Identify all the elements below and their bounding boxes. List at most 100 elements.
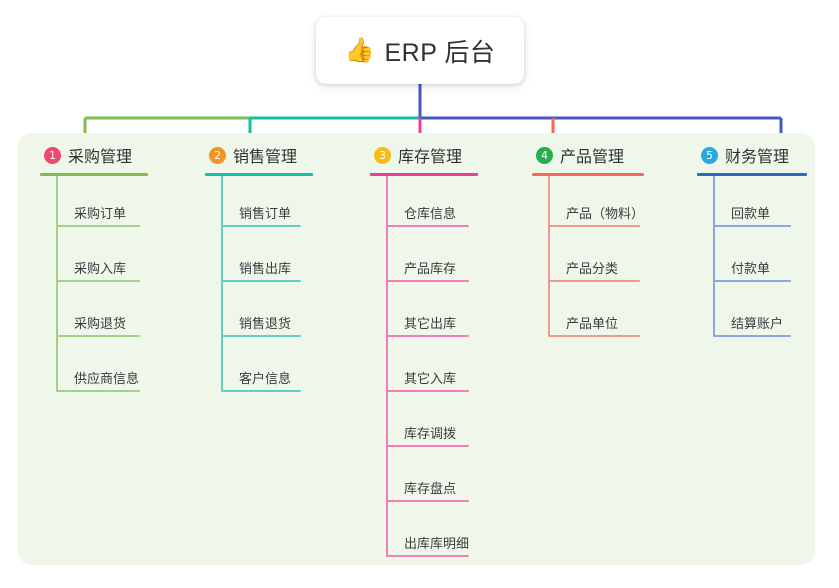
branch-column-5: 5 财务管理回款单付款单结算账户 (697, 142, 815, 341)
leaf-list-1: 采购订单采购入库采购退货供应商信息 (40, 176, 190, 396)
leaf-underline (713, 225, 791, 227)
thumbs-up-icon: 👍 (344, 36, 375, 64)
leaf-item[interactable]: 结算账户 (697, 286, 815, 341)
leaf-underline (548, 335, 640, 337)
leaf-item[interactable]: 库存盘点 (370, 451, 520, 506)
leaf-item[interactable]: 库存调拨 (370, 396, 520, 451)
leaf-item[interactable]: 回款单 (697, 176, 815, 231)
leaf-label: 销售退货 (239, 316, 292, 331)
leaf-underline (386, 280, 469, 282)
branch-underline-3 (370, 173, 478, 176)
leaf-item[interactable]: 采购入库 (40, 231, 190, 286)
leaf-underline (56, 225, 140, 227)
leaf-label: 销售订单 (239, 206, 292, 221)
leaf-underline (56, 335, 140, 337)
branch-title-3: 库存管理 (398, 149, 463, 166)
leaf-label: 客户信息 (239, 371, 292, 386)
leaf-spine-5 (713, 176, 715, 336)
branch-header-1[interactable]: 1 采购管理 (40, 142, 190, 168)
leaf-item[interactable]: 产品库存 (370, 231, 520, 286)
branch-header-5[interactable]: 5 财务管理 (697, 142, 815, 168)
leaf-label: 产品库存 (404, 261, 457, 276)
leaf-underline (56, 280, 140, 282)
branch-header-2[interactable]: 2 销售管理 (205, 142, 355, 168)
leaf-item[interactable]: 销售退货 (205, 286, 355, 341)
leaf-item[interactable]: 采购订单 (40, 176, 190, 231)
branch-header-4[interactable]: 4 产品管理 (532, 142, 692, 168)
leaf-label: 付款单 (731, 261, 771, 276)
branch-panel (18, 133, 815, 565)
branch-underline-5 (697, 173, 807, 176)
branch-badge-1: 1 (44, 146, 61, 164)
leaf-label: 产品分类 (566, 261, 619, 276)
branch-badge-4: 4 (536, 146, 553, 164)
leaf-spine-3 (386, 176, 388, 556)
branch-title-1: 采购管理 (68, 149, 133, 166)
leaf-label: 产品（物料） (566, 206, 645, 221)
branch-title-4: 产品管理 (560, 149, 625, 166)
leaf-label: 销售出库 (239, 261, 292, 276)
branch-underline-4 (532, 173, 644, 176)
branch-underline-2 (205, 173, 313, 176)
leaf-item[interactable]: 销售出库 (205, 231, 355, 286)
leaf-item[interactable]: 供应商信息 (40, 341, 190, 396)
leaf-underline (56, 390, 140, 392)
leaf-item[interactable]: 付款单 (697, 231, 815, 286)
branch-underline-1 (40, 173, 148, 176)
leaf-spine-4 (548, 176, 550, 336)
leaf-underline (221, 280, 301, 282)
leaf-underline (713, 280, 791, 282)
branch-header-3[interactable]: 3 库存管理 (370, 142, 520, 168)
leaf-label: 采购订单 (74, 206, 127, 221)
leaf-underline (221, 390, 301, 392)
leaf-item[interactable]: 采购退货 (40, 286, 190, 341)
root-title: ERP 后台 (384, 38, 496, 67)
leaf-label: 供应商信息 (74, 371, 140, 386)
leaf-label: 其它入库 (404, 371, 457, 386)
leaf-item[interactable]: 产品分类 (532, 231, 692, 286)
leaf-label: 仓库信息 (404, 206, 457, 221)
leaf-underline (386, 500, 469, 502)
leaf-label: 结算账户 (731, 316, 784, 331)
branch-badge-3: 3 (374, 146, 391, 164)
leaf-label: 采购入库 (74, 261, 127, 276)
root-node[interactable]: 👍 ERP 后台 (316, 17, 524, 84)
branch-column-3: 3 库存管理仓库信息产品库存其它出库其它入库库存调拨库存盘点出库库明细 (370, 142, 520, 561)
leaf-underline (386, 555, 469, 557)
leaf-spine-2 (221, 176, 223, 391)
leaf-list-3: 仓库信息产品库存其它出库其它入库库存调拨库存盘点出库库明细 (370, 176, 520, 561)
branch-title-5: 财务管理 (725, 149, 790, 166)
leaf-underline (386, 390, 469, 392)
leaf-item[interactable]: 仓库信息 (370, 176, 520, 231)
leaf-underline (548, 225, 640, 227)
leaf-label: 采购退货 (74, 316, 127, 331)
branch-title-2: 销售管理 (233, 149, 298, 166)
leaf-underline (221, 335, 301, 337)
leaf-spine-1 (56, 176, 58, 391)
leaf-list-5: 回款单付款单结算账户 (697, 176, 815, 341)
branch-column-1: 1 采购管理采购订单采购入库采购退货供应商信息 (40, 142, 190, 396)
leaf-item[interactable]: 客户信息 (205, 341, 355, 396)
leaf-item[interactable]: 其它出库 (370, 286, 520, 341)
leaf-underline (386, 335, 469, 337)
leaf-label: 其它出库 (404, 316, 457, 331)
leaf-item[interactable]: 出库库明细 (370, 506, 520, 561)
leaf-underline (221, 225, 301, 227)
branch-column-2: 2 销售管理销售订单销售出库销售退货客户信息 (205, 142, 355, 396)
leaf-label: 回款单 (731, 206, 771, 221)
leaf-underline (713, 335, 791, 337)
leaf-item[interactable]: 其它入库 (370, 341, 520, 396)
leaf-list-2: 销售订单销售出库销售退货客户信息 (205, 176, 355, 396)
leaf-underline (386, 225, 469, 227)
leaf-item[interactable]: 产品（物料） (532, 176, 692, 231)
leaf-item[interactable]: 产品单位 (532, 286, 692, 341)
leaf-item[interactable]: 销售订单 (205, 176, 355, 231)
leaf-label: 库存盘点 (404, 481, 457, 496)
leaf-list-4: 产品（物料） 产品分类产品单位 (532, 176, 692, 341)
leaf-underline (386, 445, 469, 447)
leaf-label: 出库库明细 (404, 536, 470, 551)
leaf-underline (548, 280, 640, 282)
branch-badge-2: 2 (209, 146, 226, 164)
branch-badge-5: 5 (701, 146, 718, 164)
